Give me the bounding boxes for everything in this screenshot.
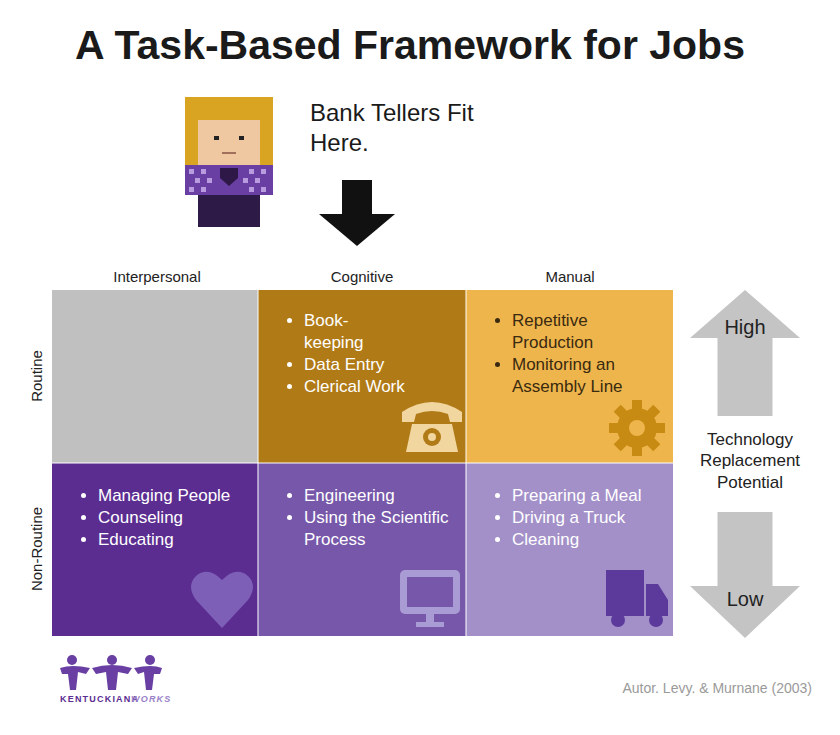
grid-cell bbox=[466, 463, 673, 636]
truck-icon bbox=[606, 570, 668, 627]
scale-word: High bbox=[690, 316, 800, 339]
task-item: Preparing a Meal bbox=[512, 485, 663, 507]
task-cell: Managing PeopleCounselingEducating bbox=[52, 463, 258, 636]
monitor-icon bbox=[400, 570, 460, 627]
task-item: Engineering bbox=[304, 485, 456, 507]
phone-icon bbox=[402, 402, 462, 452]
arrow-shape bbox=[690, 290, 800, 416]
pointer-arrow bbox=[319, 180, 395, 246]
arrow-shape bbox=[690, 512, 800, 638]
grid-line bbox=[52, 463, 673, 464]
task-item: Data Entry bbox=[304, 354, 406, 376]
column-header: Interpersonal bbox=[113, 268, 201, 287]
person-pixel-art bbox=[185, 97, 273, 227]
arrow-outline bbox=[690, 290, 800, 416]
task-item: Using the Scientific Process bbox=[304, 507, 456, 551]
task-cell: Preparing a MealDriving a TruckCleaning bbox=[466, 463, 673, 636]
grid-cell bbox=[258, 290, 466, 463]
source-note: Autor. Levy. & Murnane (2003) bbox=[622, 680, 812, 698]
task-item: Clerical Work bbox=[304, 376, 406, 398]
heart-icon bbox=[191, 572, 253, 628]
column-header: Cognitive bbox=[331, 268, 394, 287]
task-item: Managing People bbox=[98, 485, 248, 507]
logo-figures bbox=[60, 655, 162, 690]
diagram-title: A Task-Based Framework for Jobs bbox=[75, 22, 745, 69]
task-cell: EngineeringUsing the Scientific Process bbox=[258, 463, 466, 636]
grid-cell bbox=[52, 290, 258, 463]
task-item: Monitoring an Assembly Line bbox=[512, 354, 663, 398]
gear-icon bbox=[609, 400, 665, 456]
logo-text: KENTUCKIANA bbox=[60, 694, 139, 705]
arrow-outline bbox=[690, 512, 800, 638]
task-item: Repetitive Production bbox=[512, 310, 663, 354]
grid-cell bbox=[466, 290, 673, 463]
row-header: Non-Routine bbox=[28, 507, 47, 591]
scale-arrow: Low bbox=[690, 512, 800, 638]
axis-label: Technology Replacement Potential bbox=[688, 429, 812, 493]
task-item: Driving a Truck bbox=[512, 507, 663, 529]
task-item: Counseling bbox=[98, 507, 248, 529]
task-cell: Book- keepingData EntryClerical Work bbox=[258, 290, 466, 463]
task-item: Cleaning bbox=[512, 529, 663, 551]
logo-text: WORKS bbox=[131, 694, 172, 705]
callout-text: Bank Tellers Fit Here. bbox=[310, 98, 480, 158]
scale-word: Low bbox=[690, 588, 800, 611]
scale-arrow: High bbox=[690, 290, 800, 416]
grid-cell bbox=[52, 463, 258, 636]
column-header: Manual bbox=[545, 268, 594, 287]
grid-cell bbox=[258, 463, 466, 636]
task-item: Educating bbox=[98, 529, 248, 551]
row-header: Routine bbox=[28, 350, 47, 402]
task-cell: Repetitive ProductionMonitoring an Assem… bbox=[466, 290, 673, 463]
task-item: Book- keeping bbox=[304, 310, 406, 354]
